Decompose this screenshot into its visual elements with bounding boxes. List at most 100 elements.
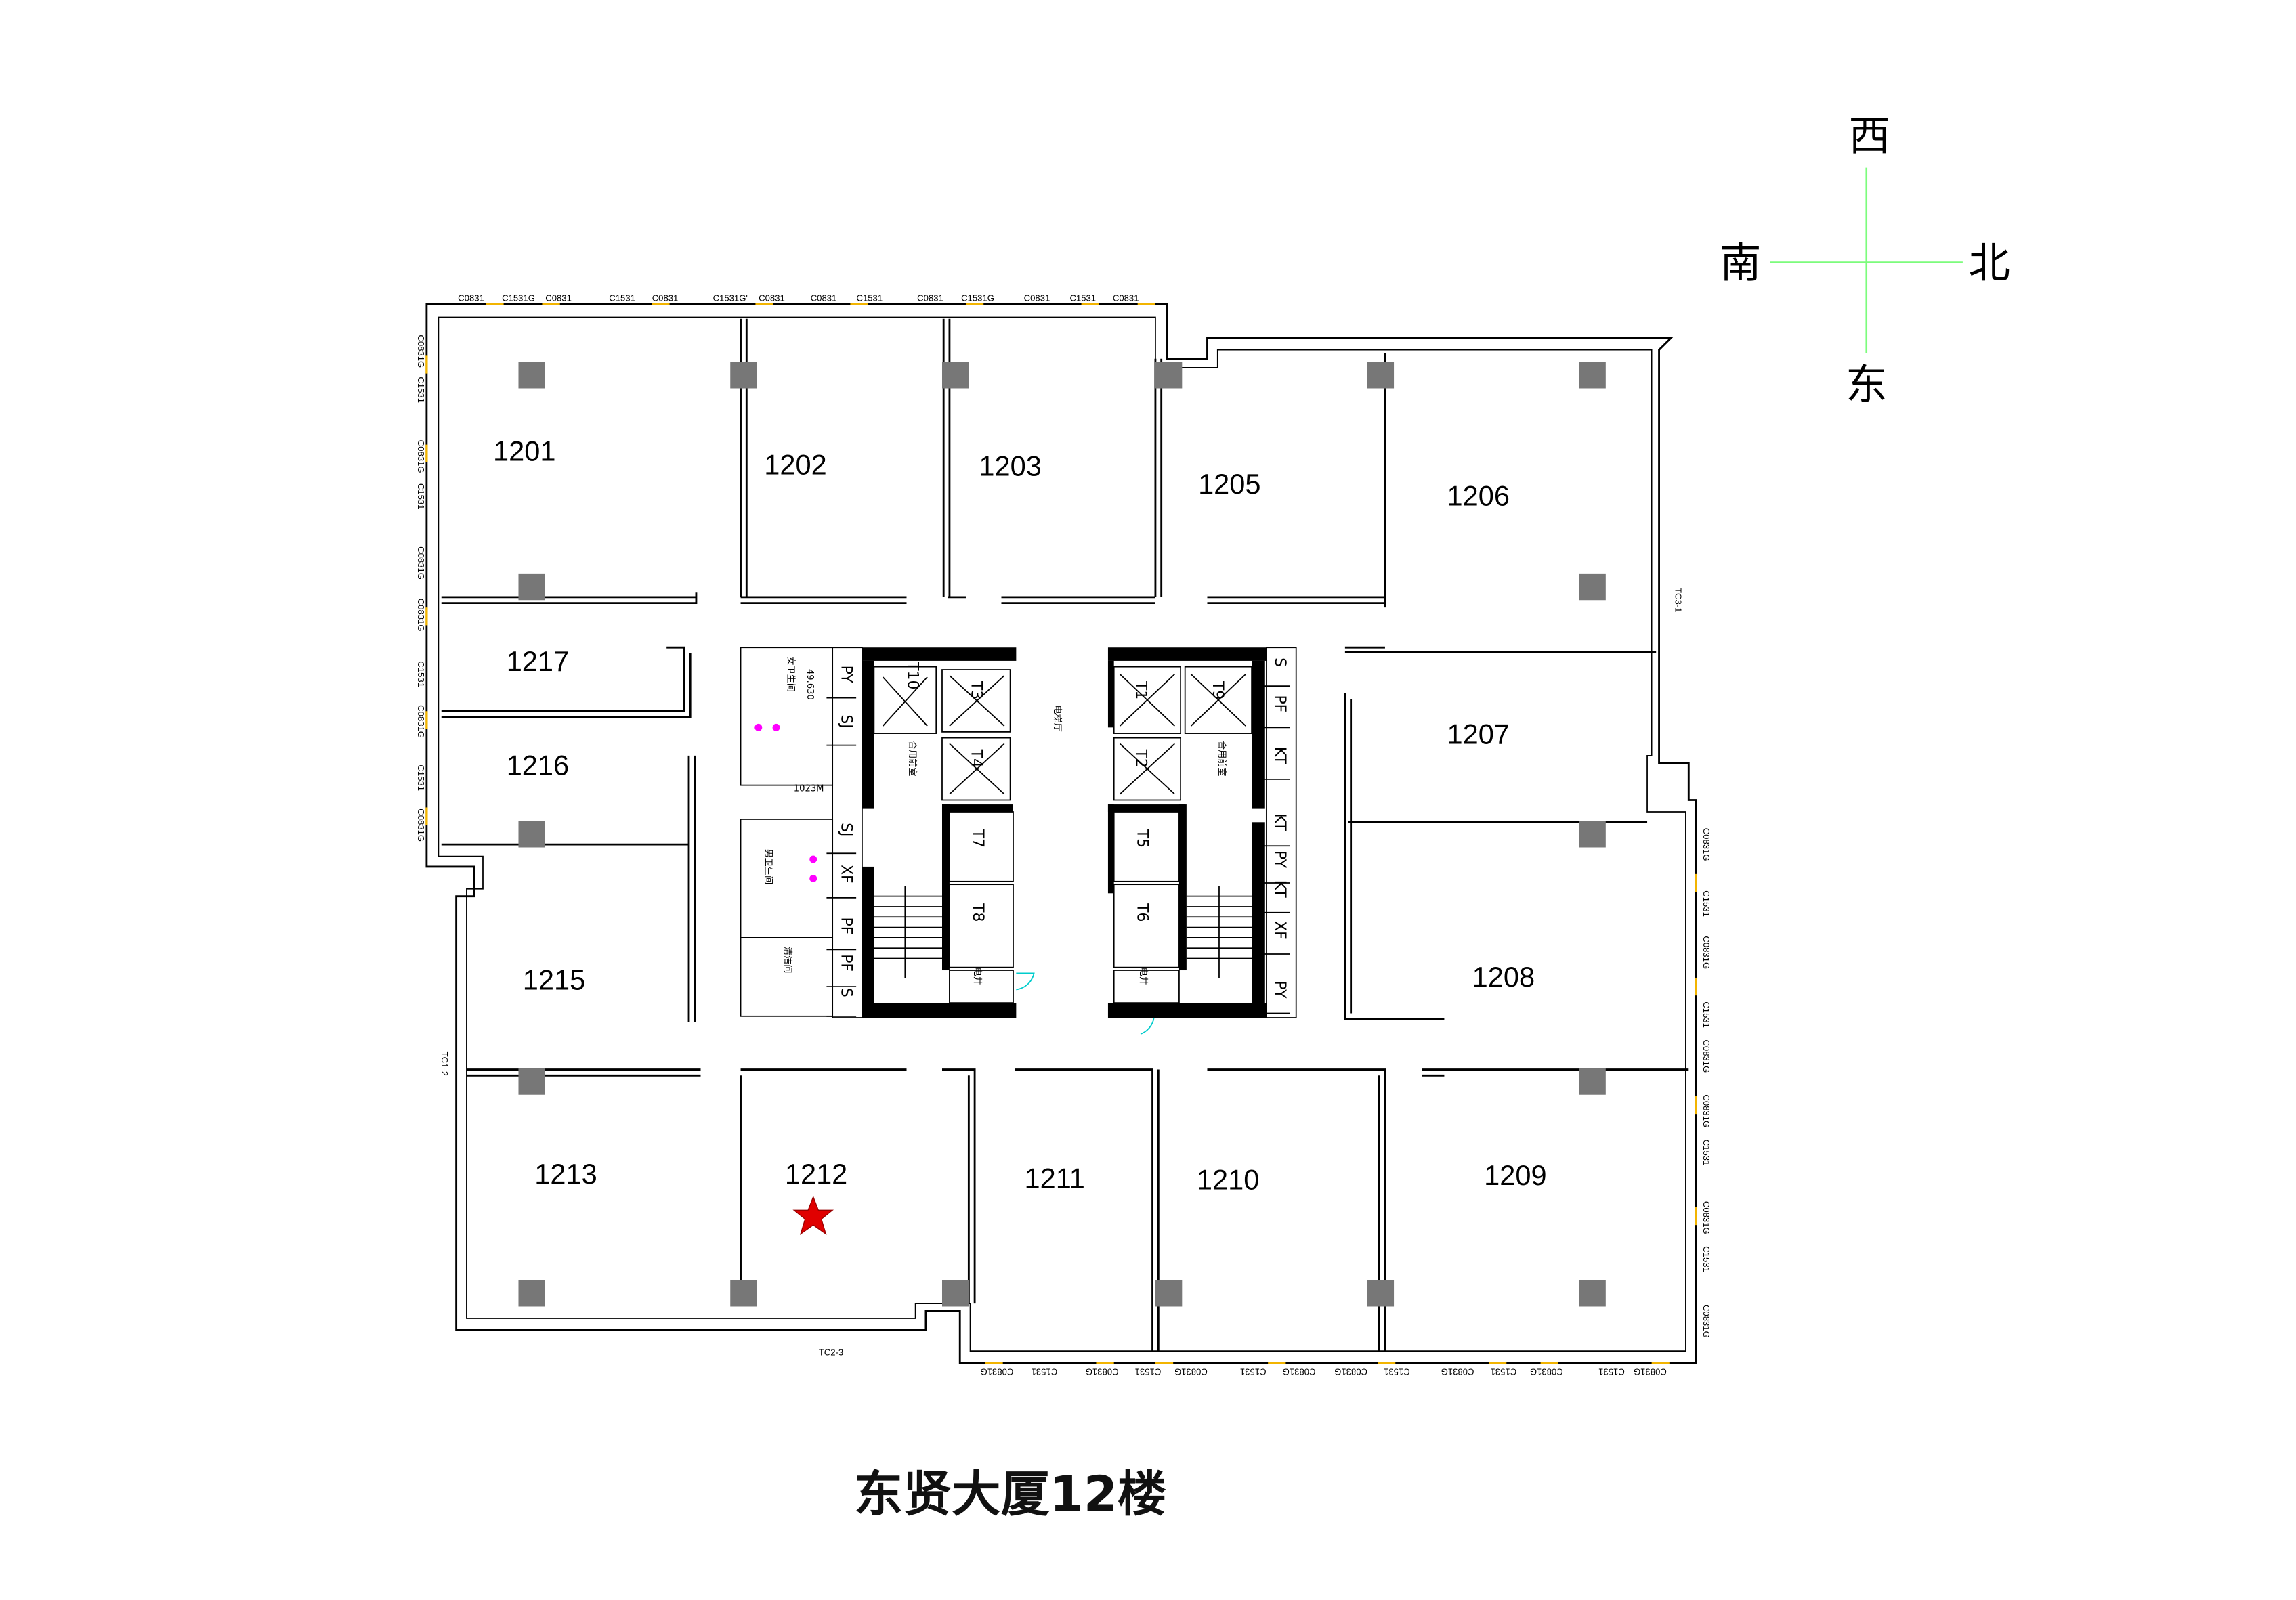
left-core: T10 T3 T4 T7 T8 合用前室 电井 女卫生间 男卫生间 清洁间 49… [740, 647, 1017, 1018]
shaft-label: SJ [837, 823, 854, 836]
front-room-right: 合用前室 [1216, 741, 1228, 776]
window-labels-left: C0831GC1531C0831GC1531C0831GC0831GC1531C… [416, 334, 426, 842]
window-label: C0831G [416, 705, 426, 738]
shaft-label: KT [1271, 747, 1288, 765]
shaft-label: S [1271, 657, 1288, 667]
window-label: C0831G [1334, 1366, 1367, 1377]
window-label: C0831G [1701, 936, 1712, 969]
shaft-label: SJ [837, 714, 854, 728]
tag-tc1-2: TC1-2 [440, 1052, 450, 1076]
elevator-lobby-label: 电梯厅 [1052, 706, 1063, 732]
shaft-label: PF [1271, 695, 1288, 712]
shaft-label: PY [837, 666, 854, 684]
electrical-shaft-left: 电井 [972, 968, 983, 985]
room-1216[interactable]: 1216 [507, 749, 569, 781]
elevator-t2: T2 [1132, 749, 1149, 768]
window-label: C0831 [917, 293, 943, 303]
room-1205[interactable]: 1205 [1198, 468, 1260, 500]
window-label: C0831G [1701, 1201, 1712, 1234]
window-label: C0831G [1086, 1366, 1119, 1377]
window-label: C0831G [1530, 1366, 1563, 1377]
exterior-wall [425, 303, 1697, 1364]
window-label: C0831 [458, 293, 484, 303]
room-labels: 1201 1202 1203 1205 1206 1207 1208 1209 … [493, 435, 1547, 1196]
elevator-t5: T5 [1134, 829, 1151, 848]
room-1206[interactable]: 1206 [1447, 479, 1510, 511]
window-label: C1531 [1135, 1366, 1162, 1377]
mens-wc: 男卫生间 [763, 849, 774, 884]
compass-north: 北 [1969, 239, 2010, 287]
window-label: C0831G [1174, 1366, 1208, 1377]
elevator-t6: T6 [1134, 903, 1151, 922]
elevator-t1: T1 [1132, 680, 1149, 699]
window-label: C1531 [1069, 293, 1096, 303]
window-label: C1531 [1240, 1366, 1267, 1377]
window-label: C0831 [811, 293, 837, 303]
elevator-t8: T8 [969, 903, 986, 922]
room-1212[interactable]: 1212 [785, 1158, 847, 1190]
window-labels-bottom: C0831G C1531 C0831G C1531 C0831G C1531 C0831G C… [981, 1366, 1667, 1377]
room-1209[interactable]: 1209 [1484, 1159, 1546, 1191]
window-label: C0831G [1701, 1305, 1712, 1338]
window-label: C1531 [416, 376, 426, 403]
tag-tc2-3: TC2-3 [819, 1347, 843, 1358]
window-label: C1531 [1032, 1366, 1058, 1377]
shaft-label: XF [837, 865, 854, 884]
compass-south: 南 [1720, 239, 1761, 287]
shaft-label: KT [1271, 813, 1288, 831]
window-label: C0831G [416, 808, 426, 842]
room-1211[interactable]: 1211 [1025, 1163, 1085, 1194]
elevation-label: 49.630 [805, 669, 815, 700]
room-1210[interactable]: 1210 [1197, 1164, 1259, 1196]
room-1201[interactable]: 1201 [493, 435, 555, 467]
window-label: C0831G [1634, 1366, 1667, 1377]
window-label: C1531 [1701, 890, 1712, 917]
window-label: C0831 [545, 293, 572, 303]
left-shafts: PY SJ SJ XF PF PF S [826, 666, 857, 1017]
window-label: C0831G [416, 599, 426, 632]
window-labels-right: C0831GC1531C0831GC1531C0831GC0831GC1531C… [1701, 828, 1712, 1338]
window-label: C1531 [1701, 1001, 1712, 1028]
window-label: C0831G [1283, 1366, 1316, 1377]
compass-west: 西 [1849, 112, 1890, 160]
window-label: C1531 [857, 293, 883, 303]
front-room-left: 合用前室 [907, 741, 918, 776]
window-label: C0831G [981, 1366, 1014, 1377]
compass-east: 东 [1846, 361, 1887, 409]
window-label: C1531 [1384, 1366, 1410, 1377]
window-label: C0831 [652, 293, 679, 303]
shaft-label: KT [1271, 880, 1288, 899]
window-label: C1531 [609, 293, 635, 303]
shaft-label: PF [837, 917, 854, 935]
elevator-t10: T10 [904, 661, 921, 689]
partitions [441, 318, 1689, 1352]
electrical-shaft-right: 电井 [1138, 968, 1149, 985]
page-title: 东贤大厦12楼 [854, 1466, 1166, 1523]
window-label: C0831G [1701, 1039, 1712, 1073]
room-1217[interactable]: 1217 [507, 645, 569, 677]
window-label: C1531G [502, 293, 535, 303]
columns [518, 362, 1606, 1307]
compass: 西 南 北 东 [1720, 112, 2010, 408]
window-label: C0831G [416, 334, 426, 368]
window-label: C0831G [1701, 1094, 1712, 1127]
room-1215[interactable]: 1215 [523, 964, 585, 995]
window-label: C0831G [416, 440, 426, 473]
room-1208[interactable]: 1208 [1472, 961, 1535, 993]
shaft-label: PF [837, 954, 854, 972]
room-1207[interactable]: 1207 [1447, 718, 1510, 750]
room-1213[interactable]: 1213 [534, 1158, 597, 1190]
womens-wc: 女卫生间 [786, 656, 797, 691]
room-1203[interactable]: 1203 [979, 450, 1041, 482]
room-1202[interactable]: 1202 [764, 448, 826, 480]
window-label: C0831 [1024, 293, 1050, 303]
window-label: C0831 [759, 293, 785, 303]
janitor-room: 清洁间 [782, 947, 793, 973]
window-label: C0831 [1113, 293, 1139, 303]
window-label: C1531 [1491, 1366, 1517, 1377]
location-star-icon [792, 1195, 834, 1235]
shaft-label: S [837, 988, 854, 997]
window-label: C1531G [961, 293, 994, 303]
